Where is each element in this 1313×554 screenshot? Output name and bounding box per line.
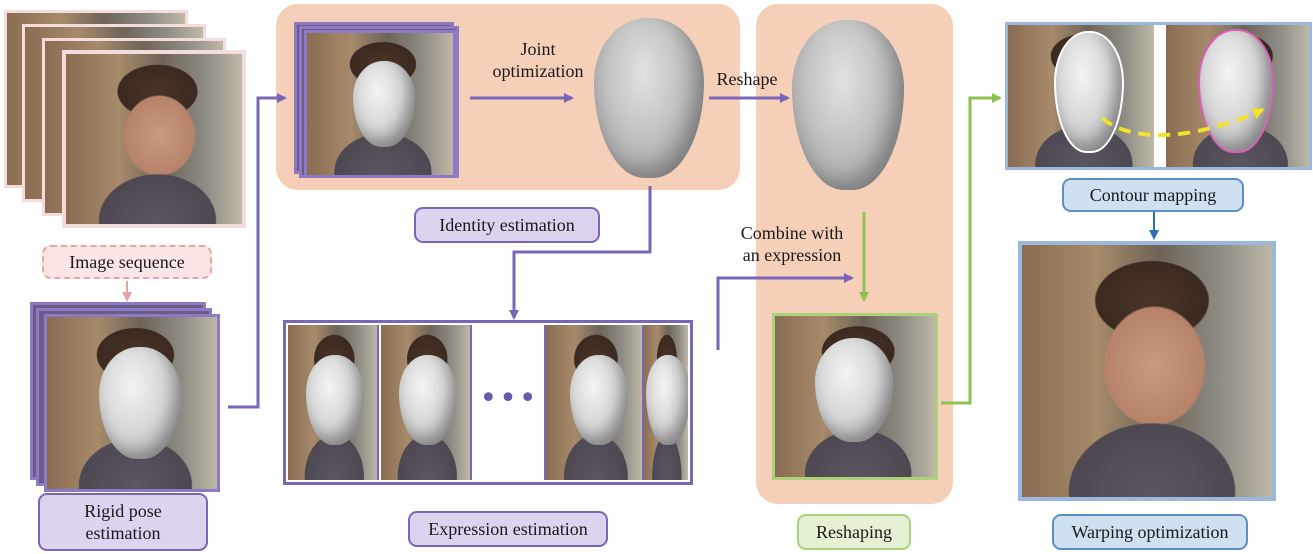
rigid-pose-label: Rigid pose estimation: [38, 493, 208, 551]
face-mesh-overlay: [306, 355, 364, 445]
face-mesh-overlay: [1198, 29, 1274, 153]
rigid-pose-frame: [44, 314, 220, 492]
arrow-result-to-contour: [941, 93, 1002, 405]
face-mesh-overlay: [399, 355, 457, 445]
contour-frame-right: [1166, 25, 1309, 167]
combine-line2: an expression: [742, 245, 842, 265]
combine-line1: Combine with: [740, 223, 844, 243]
expression-frame: [288, 325, 379, 480]
sequence-frame: [62, 50, 246, 228]
joint-optimization-text: Joint optimization: [488, 38, 588, 82]
reshaped-result-frame: [772, 313, 938, 480]
reshaped-mesh: [792, 20, 904, 190]
identity-frame: [304, 30, 456, 178]
expression-strip: •••: [283, 320, 693, 485]
expression-frame: [381, 325, 472, 480]
face-mesh-overlay: [570, 355, 628, 445]
joint-line1: Joint: [520, 39, 556, 59]
expression-frame: [544, 325, 644, 480]
ellipsis: •••: [479, 381, 539, 416]
reshaping-label: Reshaping: [797, 514, 911, 550]
arrow-contour-mapping: [1100, 108, 1265, 138]
expression-label: Expression estimation: [408, 511, 608, 547]
face-mesh-overlay: [99, 347, 181, 459]
contour-frame-left: [1008, 25, 1154, 167]
contour-frames: [1005, 22, 1312, 170]
reshape-text: Reshape: [716, 69, 778, 89]
warping-result-frame: [1018, 241, 1276, 501]
face-mesh-overlay: [815, 338, 893, 442]
warping-label: Warping optimization: [1052, 514, 1248, 550]
expression-frame: [644, 325, 688, 480]
arrow-combine-expression: [716, 273, 854, 350]
image-sequence-label: Image sequence: [42, 245, 212, 279]
face-mesh-overlay: [646, 355, 688, 445]
contour-label: Contour mapping: [1062, 178, 1244, 212]
arrow-rigid-to-identity: [228, 93, 287, 409]
arrow-identity-to-expression: [509, 186, 652, 320]
joint-line2: optimization: [492, 61, 584, 81]
rigid-pose-text: Rigid pose estimation: [84, 501, 162, 543]
combine-expression-text: Combine with an expression: [712, 222, 872, 266]
face-mesh-overlay: [353, 61, 415, 147]
identity-mesh: [594, 18, 704, 178]
face-mesh-overlay: [1054, 31, 1124, 153]
identity-label: Identity estimation: [414, 207, 600, 243]
